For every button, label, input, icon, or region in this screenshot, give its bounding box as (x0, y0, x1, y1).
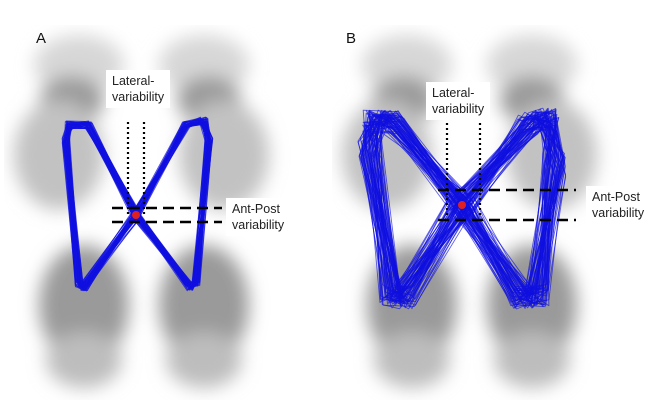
panel-b: B Lateral- variability Ant-Post variabil… (332, 25, 652, 400)
ant-post-variability-label: Ant-Post variability (226, 198, 291, 236)
panel-a: A Lateral- variability Ant-Post variabil… (4, 25, 324, 400)
panel-label: A (36, 30, 47, 47)
lateral-variability-label: Lateral- variability (106, 70, 171, 108)
cop-trace-loop (362, 109, 564, 306)
cop-trace-loop (360, 111, 550, 309)
ant-post-variability-label: Ant-Post variability (586, 186, 651, 224)
panel-b-plot (342, 35, 597, 388)
cop-trace-loop (380, 111, 560, 309)
cop-trace-loop (368, 118, 554, 303)
center-of-pressure-point (458, 201, 466, 209)
panel-label: B (346, 30, 357, 47)
pressure-map-background (14, 35, 269, 388)
cop-trace-loop (378, 110, 557, 298)
cop-trace-loop (374, 110, 555, 309)
cop-trace-loop (363, 112, 560, 302)
lateral-variability-label: Lateral- variability (426, 82, 491, 120)
cop-trace-loop (365, 113, 550, 304)
lateral-variability-lines (445, 123, 482, 217)
cop-traces (357, 107, 567, 310)
cop-traces (61, 116, 214, 292)
ant-post-variability-lines (112, 206, 222, 224)
panel-a-plot (14, 35, 269, 388)
center-of-pressure-point (132, 211, 140, 219)
lateral-variability-lines (126, 122, 146, 217)
cop-trace-loop (364, 113, 564, 299)
ant-post-variability-lines (438, 188, 576, 222)
cop-trace-loop (67, 120, 211, 289)
